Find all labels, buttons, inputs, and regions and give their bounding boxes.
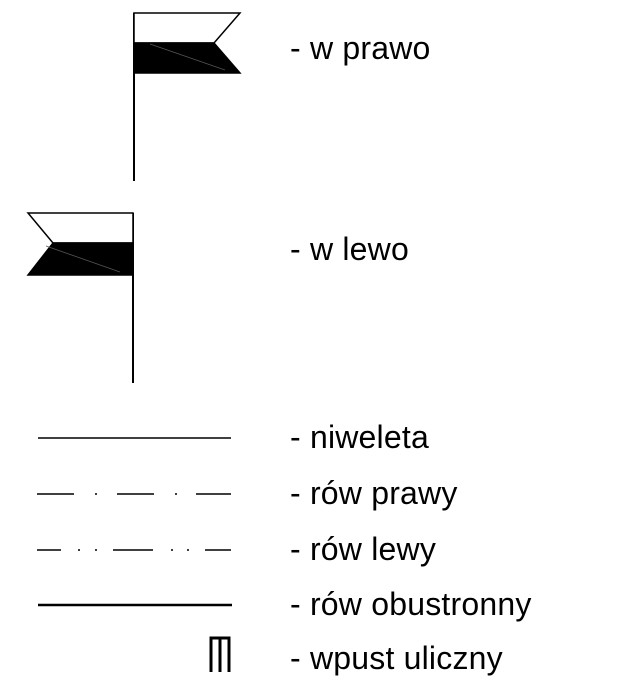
legend-label-w-prawo: - w prawo xyxy=(290,30,431,66)
legend-label-niweleta: - niweleta xyxy=(290,419,429,455)
legend-label-row-prawy: - rów prawy xyxy=(290,475,458,511)
dash-dot-dot-line xyxy=(37,549,231,551)
flag-left-icon xyxy=(26,212,134,383)
legend-label-row-obustronny: - rów obustronny xyxy=(290,586,532,622)
dash-dot-line xyxy=(37,493,231,495)
street-inlet-icon xyxy=(209,636,231,672)
legend-label-wpust-uliczny: - wpust uliczny xyxy=(290,640,503,676)
flag-right-icon xyxy=(133,12,242,181)
legend-label-row-lewy: - rów lewy xyxy=(290,531,437,567)
legend-label-w-lewo: - w lewo xyxy=(290,231,409,267)
